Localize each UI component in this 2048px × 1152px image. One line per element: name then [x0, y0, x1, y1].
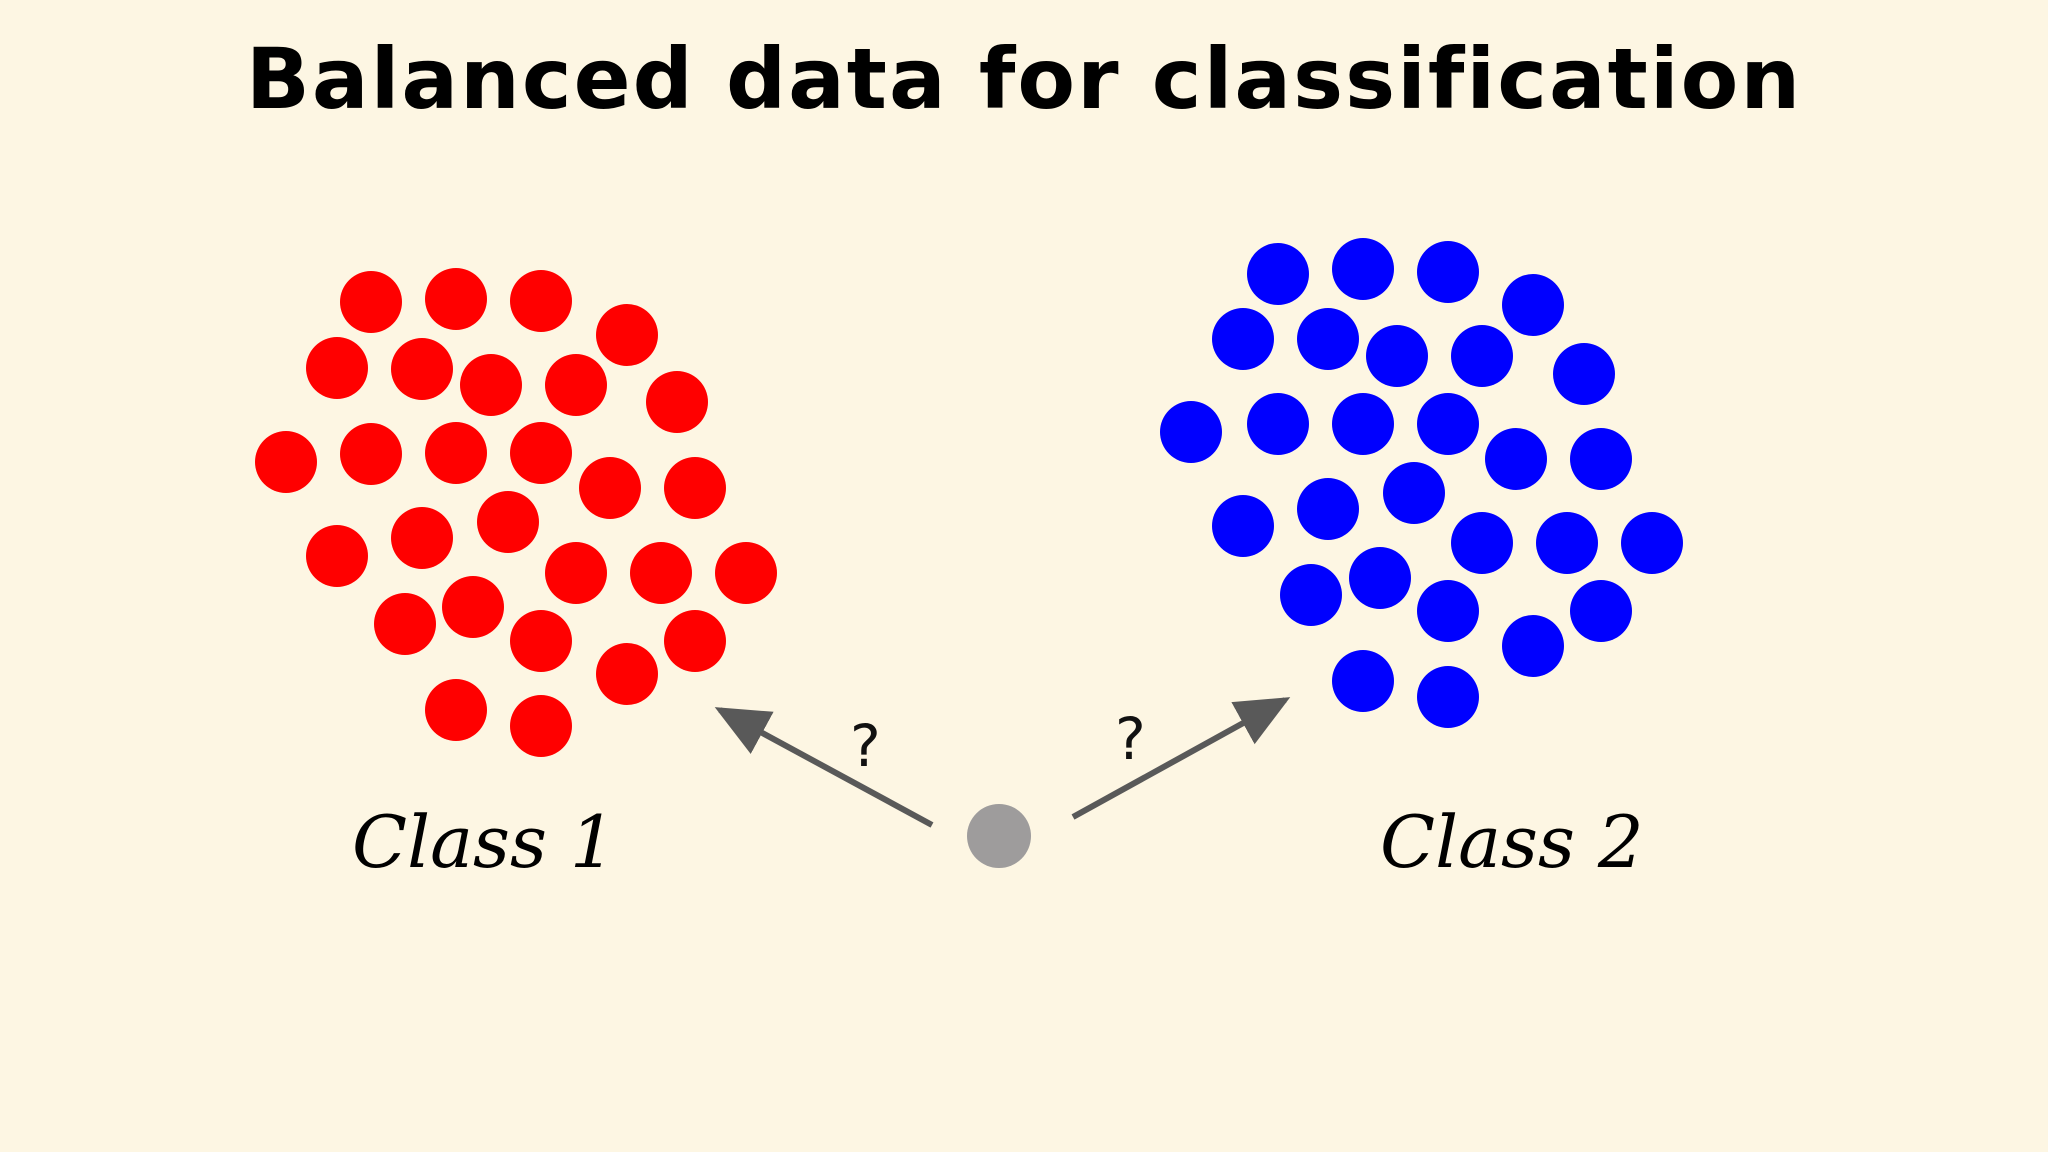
class-2-point — [1502, 615, 1564, 677]
class-2-point — [1332, 650, 1394, 712]
class-2-label: Class 2 — [1380, 800, 1644, 884]
class-1-point — [340, 271, 402, 333]
class-1-point — [510, 270, 572, 332]
class-1-point — [510, 422, 572, 484]
class-2-point — [1570, 580, 1632, 642]
class-2-point — [1160, 401, 1222, 463]
class-2-point — [1417, 580, 1479, 642]
diagram-title: Balanced data for classification — [245, 30, 1803, 128]
class-2-point — [1247, 393, 1309, 455]
class-2-point — [1247, 243, 1309, 305]
class-2-point — [1502, 274, 1564, 336]
class-2-point — [1451, 512, 1513, 574]
class-1-point — [596, 304, 658, 366]
class-2-point — [1297, 478, 1359, 540]
class-2-point — [1383, 462, 1445, 524]
class-2-point — [1536, 512, 1598, 574]
class-1-point — [510, 695, 572, 757]
class-1-point — [306, 525, 368, 587]
class-1-point — [255, 431, 317, 493]
class-2-point — [1417, 241, 1479, 303]
class-1-point — [442, 576, 504, 638]
class-2-point — [1212, 495, 1274, 557]
class-1-point — [510, 610, 572, 672]
class-1-point — [477, 491, 539, 553]
class-2-point — [1417, 393, 1479, 455]
class-2-point — [1297, 308, 1359, 370]
class-1-point — [374, 593, 436, 655]
class-2-point — [1212, 308, 1274, 370]
class-2-point — [1417, 666, 1479, 728]
class-1-point — [715, 542, 777, 604]
arrow-to-class-1 — [714, 707, 934, 828]
class-2-point — [1349, 547, 1411, 609]
class-1-point — [545, 354, 607, 416]
class-1-point — [664, 457, 726, 519]
class-1-point — [596, 643, 658, 705]
class-2-point — [1621, 512, 1683, 574]
arrow-to-class-2 — [1071, 697, 1291, 820]
class-1-point — [630, 542, 692, 604]
class-1-cluster — [255, 268, 777, 757]
class-2-point — [1366, 325, 1428, 387]
class-1-point — [545, 542, 607, 604]
class-2-point — [1485, 428, 1547, 490]
class-1-label: Class 1 — [352, 800, 616, 884]
class-2-cluster — [1160, 238, 1683, 728]
class-1-point — [306, 337, 368, 399]
class-2-point — [1451, 325, 1513, 387]
question-mark-left: ? — [850, 712, 881, 780]
class-2-point — [1280, 564, 1342, 626]
class-1-point — [425, 422, 487, 484]
class-2-point — [1332, 238, 1394, 300]
class-2-point — [1553, 343, 1615, 405]
unclassified-point — [967, 804, 1031, 868]
class-1-point — [425, 679, 487, 741]
class-1-point — [460, 354, 522, 416]
class-2-point — [1570, 428, 1632, 490]
class-1-point — [340, 423, 402, 485]
class-1-point — [664, 610, 726, 672]
class-1-point — [579, 457, 641, 519]
class-1-point — [391, 507, 453, 569]
class-1-point — [425, 268, 487, 330]
class-1-point — [391, 338, 453, 400]
class-1-point — [646, 371, 708, 433]
question-mark-right: ? — [1115, 705, 1146, 773]
class-2-point — [1332, 393, 1394, 455]
